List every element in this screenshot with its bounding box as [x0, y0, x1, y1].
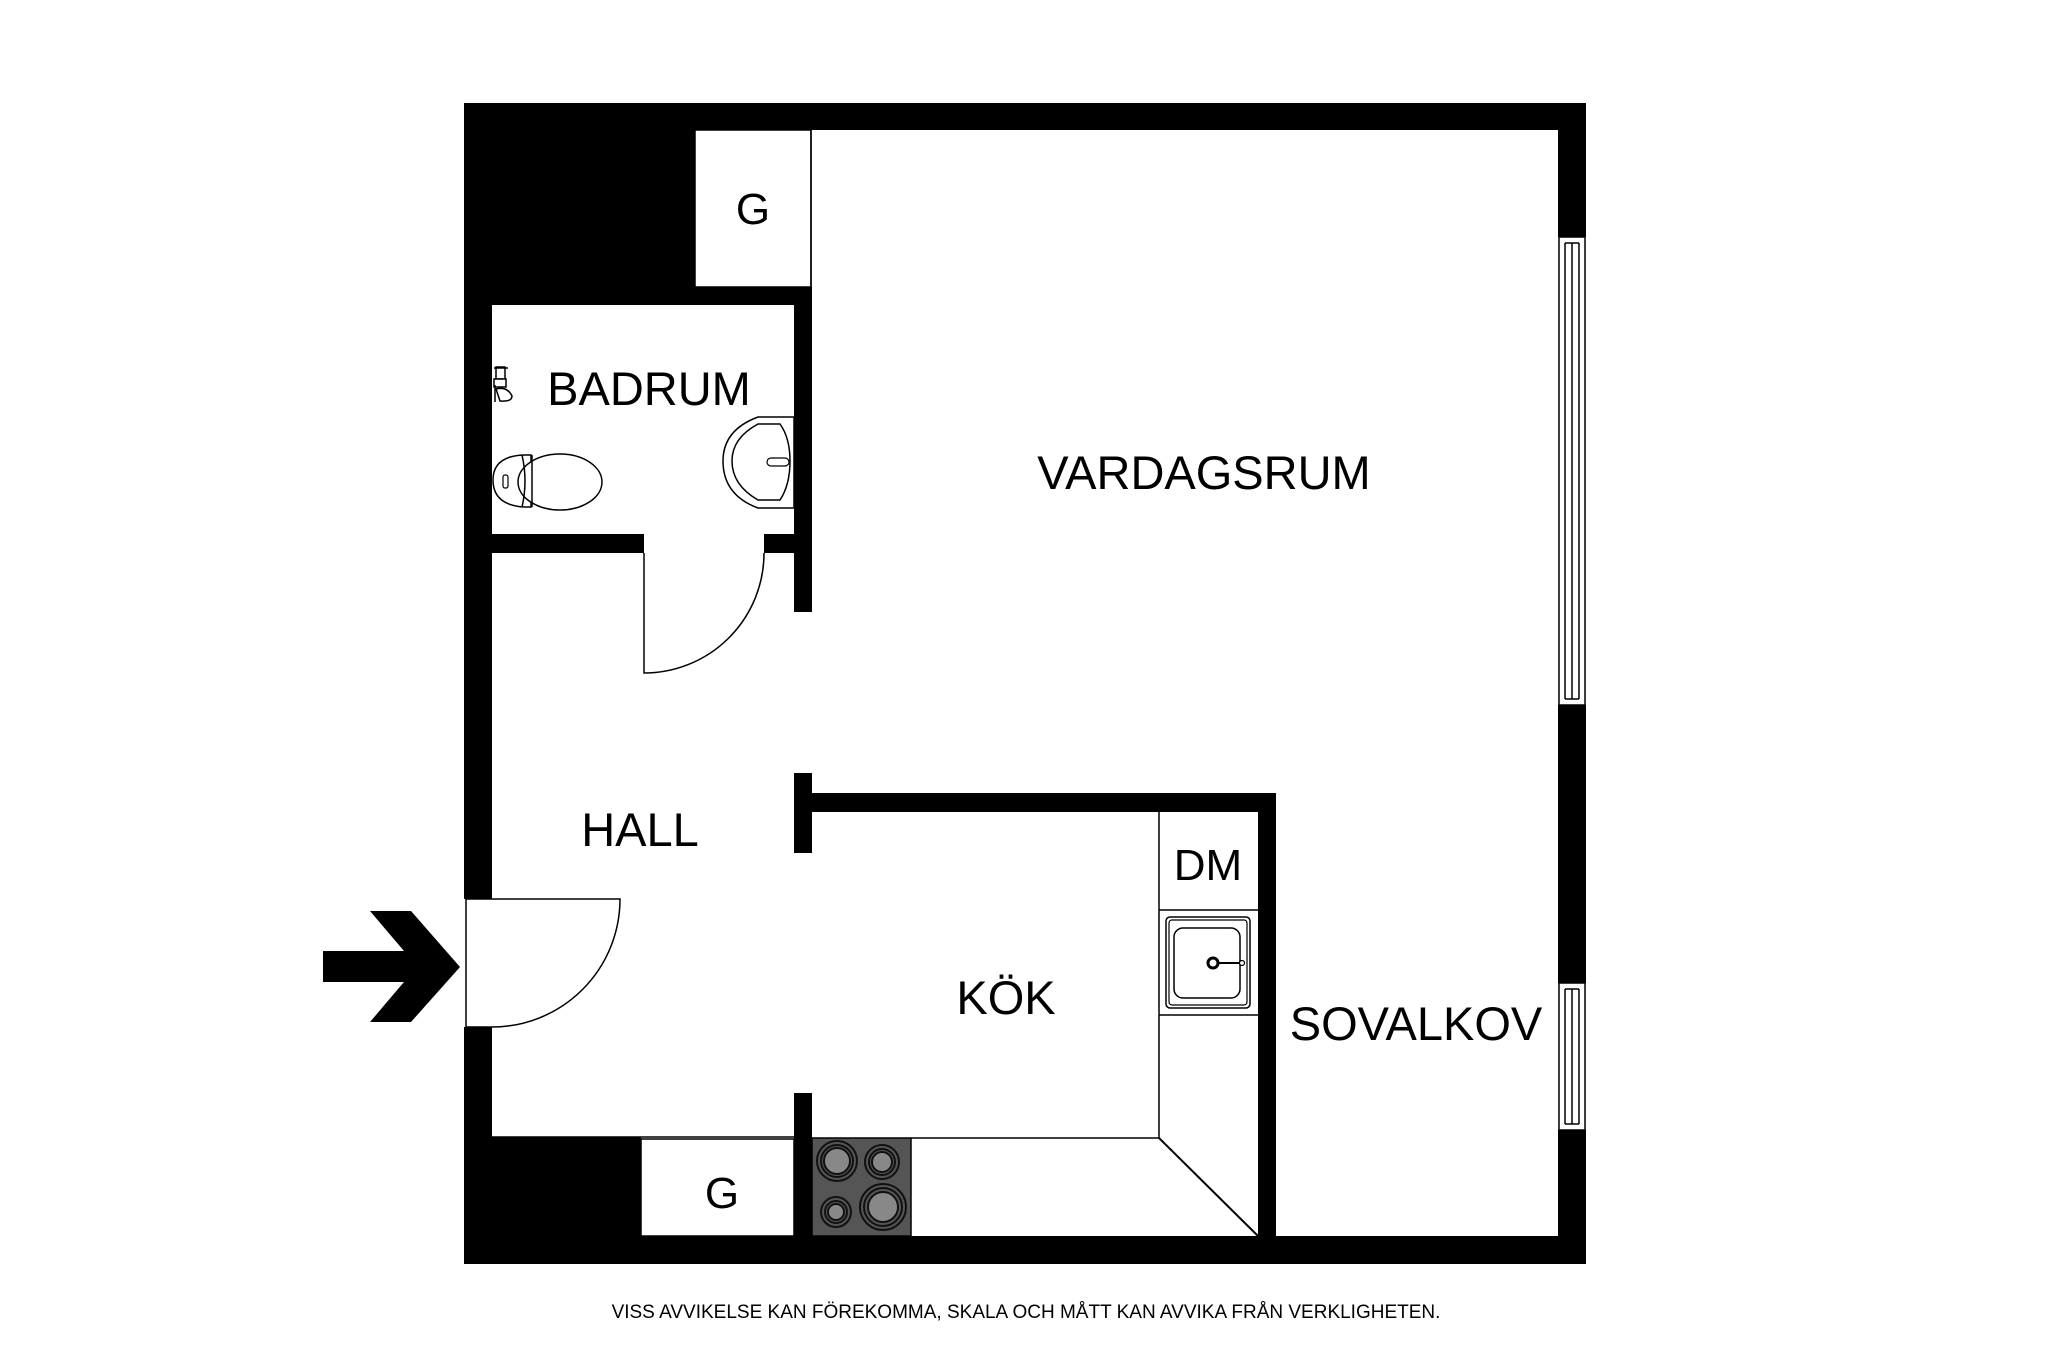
wardrobe-bottom: G	[640, 1138, 795, 1237]
outer-walls	[464, 103, 1586, 1264]
sink-icon	[1165, 916, 1251, 1009]
stove-icon	[811, 1137, 912, 1237]
room-label-kok: KÖK	[956, 971, 1055, 1024]
room-label-badrum: BADRUM	[547, 362, 751, 415]
window-living-room	[1558, 236, 1586, 706]
room-label-sovalkov: SOVALKOV	[1290, 997, 1543, 1050]
bathroom-door[interactable]	[643, 552, 765, 674]
entry-door[interactable]	[465, 898, 621, 1028]
arrow-right-icon	[323, 911, 460, 1022]
room-label-vardagsrum: VARDAGSRUM	[1037, 446, 1370, 499]
toilet-icon	[492, 453, 603, 511]
kitchen-counter: DM	[911, 812, 1259, 1237]
interior-walls	[492, 287, 1276, 1264]
washbasin-icon	[722, 416, 795, 509]
window-sleeping-alcove	[1558, 982, 1586, 1131]
dishwasher-label: DM	[1174, 841, 1242, 890]
shower-fixture-icon	[493, 366, 513, 402]
wardrobe-top: G	[694, 129, 812, 288]
disclaimer-text: VISS AVVIKELSE KAN FÖREKOMMA, SKALA OCH …	[612, 1302, 1441, 1323]
room-label-hall: HALL	[581, 803, 699, 856]
wardrobe-bottom-label: G	[705, 1169, 739, 1218]
wardrobe-top-label: G	[736, 185, 770, 234]
